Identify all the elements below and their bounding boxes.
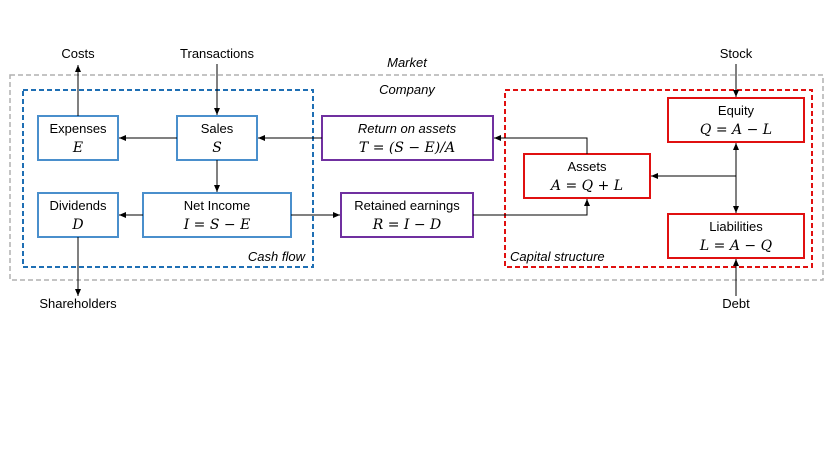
return-on-assets-node: Return on assets T = (S − E)/A xyxy=(321,115,494,161)
sales-node: Sales S xyxy=(176,115,258,161)
equity-eq: Q = A − L xyxy=(700,122,772,138)
liabilities-title: Liabilities xyxy=(709,219,763,234)
cash-flow-label: Cash flow xyxy=(248,249,307,264)
costs-label: Costs xyxy=(61,46,95,61)
market-region xyxy=(9,74,824,281)
equity-node: Equity Q = A − L xyxy=(667,97,805,143)
liabilities-node: Liabilities L = A − Q xyxy=(667,213,805,259)
arrow-retained-to-assets xyxy=(473,199,590,216)
debt-label: Debt xyxy=(722,296,750,311)
retained-earnings-title: Retained earnings xyxy=(354,198,460,213)
dividends-eq: D xyxy=(71,217,83,233)
retained-earnings-eq: R = I − D xyxy=(372,217,442,233)
sales-title: Sales xyxy=(201,121,234,136)
return-on-assets-title: Return on assets xyxy=(358,121,457,136)
arrow-assets-to-roa xyxy=(494,135,588,154)
equity-title: Equity xyxy=(718,103,755,118)
expenses-title: Expenses xyxy=(49,121,107,136)
expenses-eq: E xyxy=(72,140,83,156)
market-label: Market xyxy=(387,55,428,70)
shareholders-label: Shareholders xyxy=(39,296,117,311)
net-income-eq: I = S − E xyxy=(183,217,251,233)
assets-title: Assets xyxy=(567,159,607,174)
sales-eq: S xyxy=(212,140,222,156)
capital-structure-label: Capital structure xyxy=(510,249,605,264)
net-income-title: Net Income xyxy=(184,198,250,213)
capital-structure-region xyxy=(504,89,813,268)
expenses-node: Expenses E xyxy=(37,115,119,161)
net-income-node: Net Income I = S − E xyxy=(142,192,292,238)
assets-node: Assets A = Q + L xyxy=(523,153,651,199)
transactions-label: Transactions xyxy=(180,46,254,61)
company-label: Company xyxy=(379,82,436,97)
stock-label: Stock xyxy=(720,46,753,61)
dividends-node: Dividends D xyxy=(37,192,119,238)
retained-earnings-node: Retained earnings R = I − D xyxy=(340,192,474,238)
cash-flow-region xyxy=(22,89,314,268)
return-on-assets-eq: T = (S − E)/A xyxy=(359,140,455,156)
assets-eq: A = Q + L xyxy=(549,178,623,194)
dividends-title: Dividends xyxy=(49,198,107,213)
liabilities-eq: L = A − Q xyxy=(699,238,773,254)
